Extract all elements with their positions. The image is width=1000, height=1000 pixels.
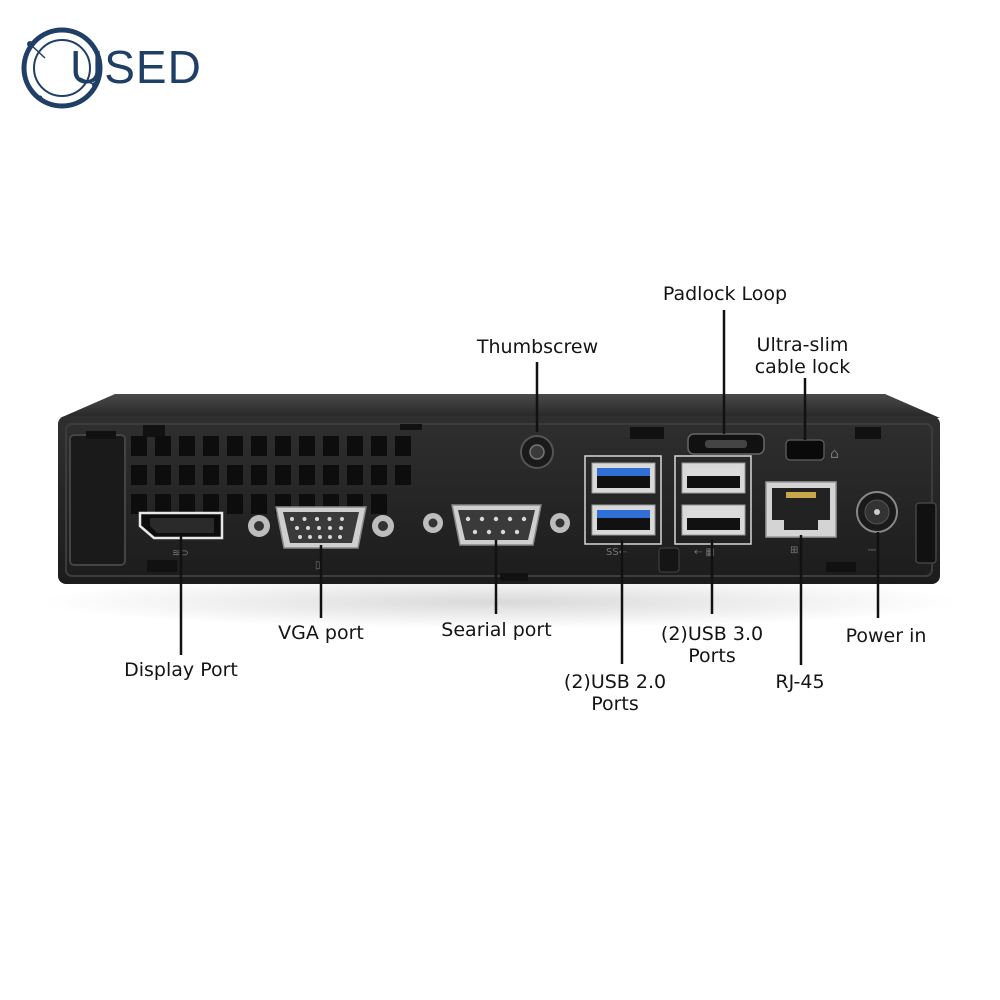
logo-text: USED	[70, 41, 202, 93]
callout-lines	[179, 310, 880, 665]
power-glyph: ⎓	[868, 545, 876, 556]
vga-pin	[298, 535, 302, 539]
serial-pin	[493, 516, 499, 522]
vent-slot	[395, 436, 411, 456]
right-latch	[915, 502, 937, 564]
vent-slot	[299, 465, 315, 485]
svg-text:⌂: ⌂	[830, 446, 839, 462]
vent-slot	[131, 494, 147, 514]
label-thumbscrew: Thumbscrew	[476, 336, 599, 358]
serial-pin	[514, 529, 520, 535]
chassis-clip	[658, 547, 680, 573]
label-usb30-ports: (2)USB 3.0 Ports	[660, 623, 764, 667]
vga-pin	[327, 517, 332, 521]
vga-pin	[306, 526, 310, 530]
side-latch	[69, 434, 126, 566]
vga-port-connector	[248, 506, 394, 549]
vga-pin	[328, 526, 332, 530]
vga-pin	[328, 535, 332, 539]
vent-slot	[323, 436, 339, 456]
serial-pin	[479, 516, 485, 522]
label-padlock-loop: Padlock Loop	[662, 283, 788, 305]
vent-slot	[131, 436, 147, 456]
chassis-top	[60, 394, 940, 418]
vent-slot	[227, 494, 243, 514]
vent-slot	[227, 436, 243, 456]
vent-slot	[227, 465, 243, 485]
vent-slot	[203, 465, 219, 485]
label-rj45: RJ-45	[775, 671, 825, 693]
display-port-connector	[138, 511, 224, 540]
vga-pin	[339, 526, 343, 530]
serial-pin	[500, 529, 506, 535]
vent-slot	[155, 494, 171, 514]
vent-slot	[323, 465, 339, 485]
vent-slot	[299, 436, 315, 456]
vent-slot	[251, 494, 267, 514]
label-power-in: Power in	[845, 625, 927, 647]
vga-pin	[290, 517, 294, 521]
chassis-rear-panel	[58, 416, 940, 584]
label-usb20-ports: (2)USB 2.0 Ports	[563, 671, 667, 715]
vga-pin	[315, 517, 319, 521]
thumbscrew-knob	[520, 435, 554, 469]
vga-pin	[302, 517, 307, 521]
vent-slot	[203, 436, 219, 456]
vent-slot	[179, 465, 195, 485]
logo-icon	[21, 27, 103, 109]
floor-shadow	[40, 576, 960, 628]
top-tabs	[143, 424, 881, 439]
serial-pin	[507, 516, 513, 522]
vent-slot	[275, 436, 291, 456]
vga-pin	[308, 535, 312, 539]
label-display-port: Display Port	[124, 659, 238, 681]
vent-slot	[251, 436, 267, 456]
vga-pin	[338, 535, 342, 539]
vent-slot	[179, 436, 195, 456]
rj45-glyph: ⊞	[790, 545, 798, 556]
usb3-glyph: SS⇠	[606, 547, 628, 558]
vent-slot	[371, 436, 387, 456]
vent-slot	[347, 436, 363, 456]
usb2-glyph: ⇠ ▦	[694, 547, 715, 558]
vent-slot	[251, 465, 267, 485]
label-ultra-slim-cable-lock: Ultra-slim cable lock	[754, 334, 851, 378]
vent-slot	[371, 494, 387, 514]
serial-pin	[472, 529, 478, 535]
vga-glyph: ▯	[315, 560, 321, 571]
serial-pin	[521, 516, 527, 522]
vga-pin	[318, 535, 322, 539]
label-vga-port: VGA port	[278, 622, 364, 644]
serial-pin	[486, 529, 492, 535]
vent-slot	[131, 465, 147, 485]
vent-slot	[395, 465, 411, 485]
vga-pin	[295, 526, 299, 530]
vent-slot	[155, 436, 171, 456]
vent-slot	[155, 465, 171, 485]
rj45-connector	[765, 481, 837, 538]
serial-pin	[465, 516, 471, 522]
power-in-connector	[856, 491, 898, 533]
padlock-loop-slot	[687, 433, 765, 455]
vent-slot	[179, 494, 195, 514]
vent-slot	[203, 494, 219, 514]
vent-slot	[371, 465, 387, 485]
serial-port-connector	[423, 504, 570, 546]
label-serial-port: Searial port	[441, 619, 552, 641]
vga-pin	[317, 526, 321, 530]
vent-slot	[347, 465, 363, 485]
vent-slot	[275, 465, 291, 485]
chassis-feet	[147, 560, 856, 581]
usb3-port-pair	[584, 455, 662, 545]
vga-pin	[340, 517, 344, 521]
usb2-port-pair	[674, 455, 752, 545]
